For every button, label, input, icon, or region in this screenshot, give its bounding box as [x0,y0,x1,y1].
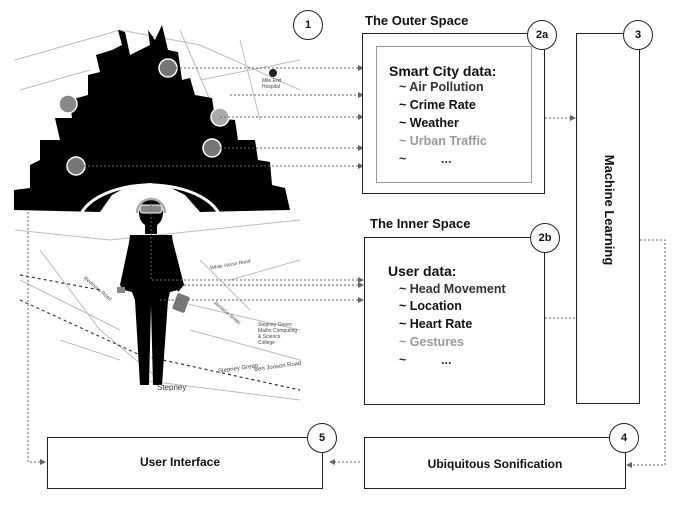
user-data-item: ~ Heart Rate [399,317,473,331]
step-number-2a: 2a [527,20,557,50]
outer-space-inner-frame [376,46,532,183]
wristband-icon [117,287,125,293]
smartphone-icon [171,292,191,314]
location-pin-icon [269,69,277,77]
arrowheads [40,65,632,468]
user-data-item: ~ Gestures [399,335,464,349]
sonification-label: Ubiquitous Sonification [427,457,563,471]
headphones-icon [135,197,167,214]
crime-sensor-icon [58,94,78,114]
user-interface-label: User Interface [139,455,221,469]
map-label-college: Stepney Green Maths Computing & Science … [258,322,298,346]
smart-city-item: ~ Crime Rate [399,98,476,112]
step-number-4: 4 [609,423,639,453]
machine-learning-label: Machine Learning [602,154,617,266]
user-data-item-more: ~ ... [399,353,452,367]
user-data-title: User data: [388,263,457,279]
smart-city-item: ~ Weather [399,116,459,130]
smart-city-item: ~ Urban Traffic [399,134,487,148]
step-number-3: 3 [623,20,653,50]
user-data-item: ~ Location [399,299,462,313]
map-label-hospital: Mile End Hospital [262,78,282,90]
connector-lines [27,67,666,466]
smart-city-title: Smart City data: [389,63,497,79]
user-data-item: ~ Head Movement [399,282,506,296]
user-interface-box [47,437,323,489]
inner-space-box [364,237,545,405]
arch-outline [76,183,224,226]
map-streets [14,29,301,401]
smart-city-item: ~ Air Pollution [399,80,484,94]
sonification-box [364,437,626,489]
map-label-stepney: Stepney [157,383,187,392]
step-number-2b: 2b [530,223,560,253]
inner-space-heading: The Inner Space [370,216,471,231]
smart-city-item-more: ~ ... [399,152,452,166]
step-number-1: 1 [293,10,323,40]
outer-space-heading: The Outer Space [365,13,469,28]
machine-learning-box [576,33,640,404]
outer-space-box [362,33,545,194]
step-number-5: 5 [307,423,337,453]
